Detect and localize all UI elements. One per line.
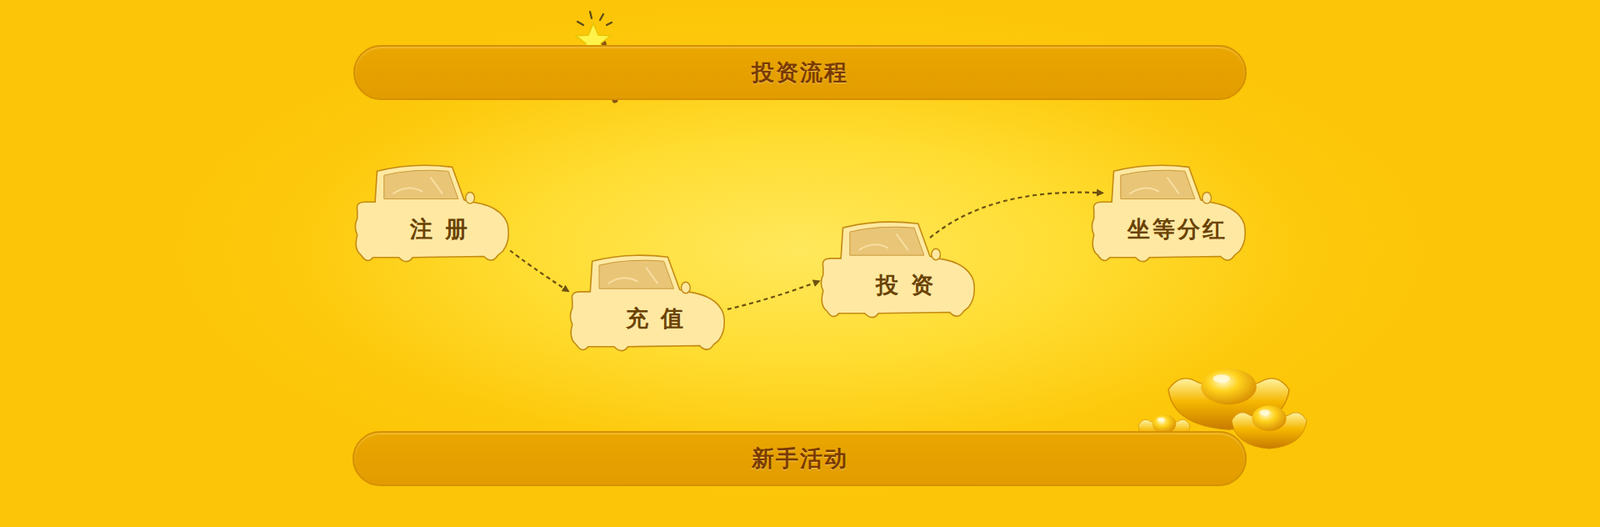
car-step: 充 值 (568, 250, 728, 357)
car-mirror (931, 248, 941, 260)
window-gloss (1130, 177, 1180, 195)
section-band: 新手活动 (352, 430, 1247, 486)
car-outline (819, 217, 978, 324)
section-title: 投资流程 (751, 57, 849, 88)
car-window (1120, 170, 1195, 199)
car-step: 坐等分红 (1090, 160, 1249, 268)
car-outline (1090, 160, 1249, 268)
window-gloss (393, 177, 443, 195)
section-title: 新手活动 (751, 443, 849, 474)
car-body (820, 221, 975, 318)
car-window (850, 226, 925, 255)
car-window (384, 170, 459, 199)
window-gloss (859, 234, 909, 251)
car-step: 投 资 (819, 217, 978, 324)
step-label: 注 册 (410, 215, 470, 243)
dashed-arrow (510, 250, 569, 292)
car-outline (568, 250, 728, 357)
gold-ingot (1231, 405, 1307, 449)
window-gloss (608, 267, 659, 285)
car-body (355, 165, 509, 261)
car-window (599, 260, 675, 289)
step-label: 投 资 (875, 271, 936, 299)
car-step: 注 册 (353, 160, 512, 268)
car-mirror (680, 281, 690, 293)
car-body (570, 255, 725, 351)
dashed-arrow (727, 280, 820, 310)
wand-rays (577, 11, 612, 25)
car-mirror (1202, 192, 1212, 205)
section-band: 投资流程 (353, 45, 1247, 100)
dashed-arrow (930, 192, 1103, 238)
car-outline (353, 160, 512, 268)
step-label: 坐等分红 (1127, 215, 1228, 243)
step-label: 充 值 (625, 305, 686, 332)
car-mirror (465, 192, 475, 205)
car-body (1091, 165, 1245, 261)
